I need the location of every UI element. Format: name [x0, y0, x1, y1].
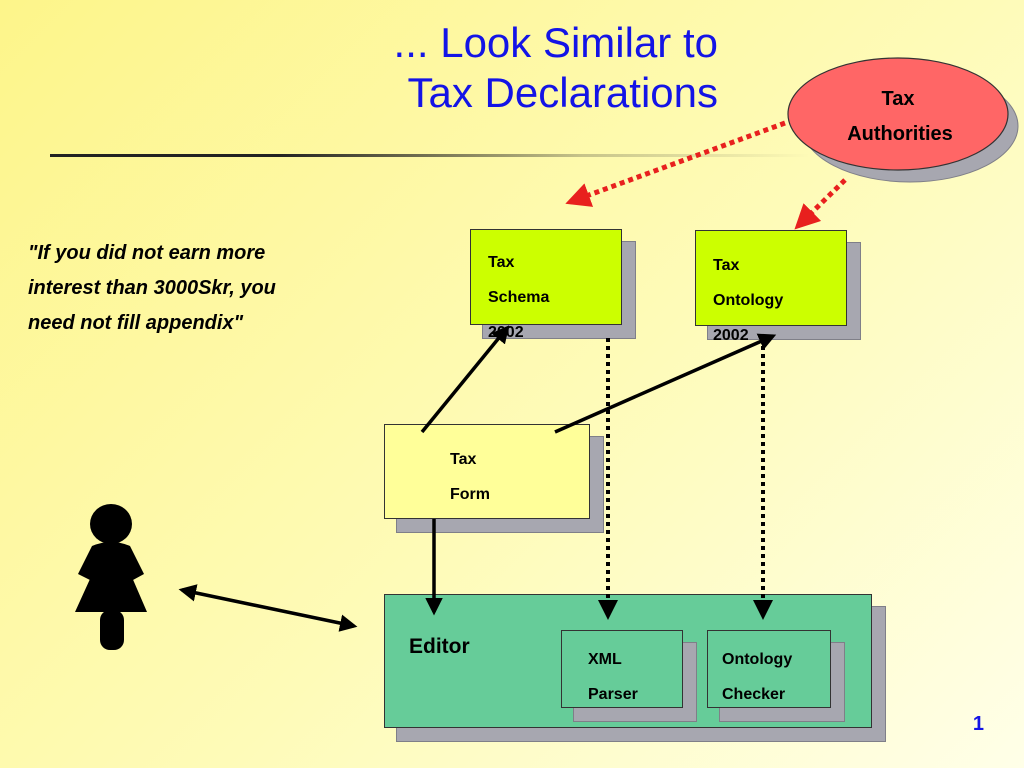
ontology-checker-line-1: Ontology — [722, 651, 793, 668]
user-editor-arrow — [178, 584, 358, 632]
authorities-to-ontology-arrow — [794, 178, 847, 230]
quote-line-3: need not fill appendix" — [28, 312, 244, 334]
xml-parser-line-2: Parser — [588, 686, 638, 703]
tax-form-line-2: Form — [450, 486, 490, 503]
tax-ontology-line-3: 2002 — [713, 327, 749, 344]
xml-parser-box[interactable]: XML Parser — [561, 630, 683, 708]
tax-form-line-1: Tax — [450, 451, 477, 468]
editor-label: Editor — [409, 635, 470, 658]
ontology-checker-box[interactable]: Ontology Checker — [707, 630, 831, 708]
title-divider — [50, 154, 810, 157]
slide-title: ... Look Similar to Tax Declarations — [300, 18, 718, 118]
quote-line-1: "If you did not earn more — [28, 242, 266, 264]
quote-line-2: interest than 3000Skr, you — [28, 277, 276, 299]
tax-schema-line-3: 2002 — [488, 324, 524, 341]
ontology-checker-line-2: Checker — [722, 686, 786, 703]
tax-form-box[interactable]: Tax Form — [384, 424, 590, 519]
title-line-2: Tax Declarations — [407, 69, 718, 116]
tax-ontology-line-1: Tax — [713, 257, 740, 274]
person-silhouette-icon — [75, 504, 147, 650]
tax-schema-line-1: Tax — [488, 254, 515, 271]
page-number: 1 — [972, 713, 984, 735]
quote-text: "If you did not earn more interest than … — [28, 236, 368, 341]
title-line-1: ... Look Similar to — [393, 19, 718, 66]
tax-ontology-box[interactable]: Tax Ontology 2002 — [695, 230, 847, 344]
xml-parser-line-1: XML — [588, 651, 622, 668]
tax-ontology-line-2: Ontology — [713, 292, 784, 309]
authorities-to-schema-arrow — [565, 120, 786, 207]
tax-schema-box[interactable]: Tax Schema 2002 — [470, 229, 622, 341]
tax-schema-line-2: Schema — [488, 289, 550, 306]
tax-authorities-ellipse[interactable] — [787, 57, 1009, 171]
